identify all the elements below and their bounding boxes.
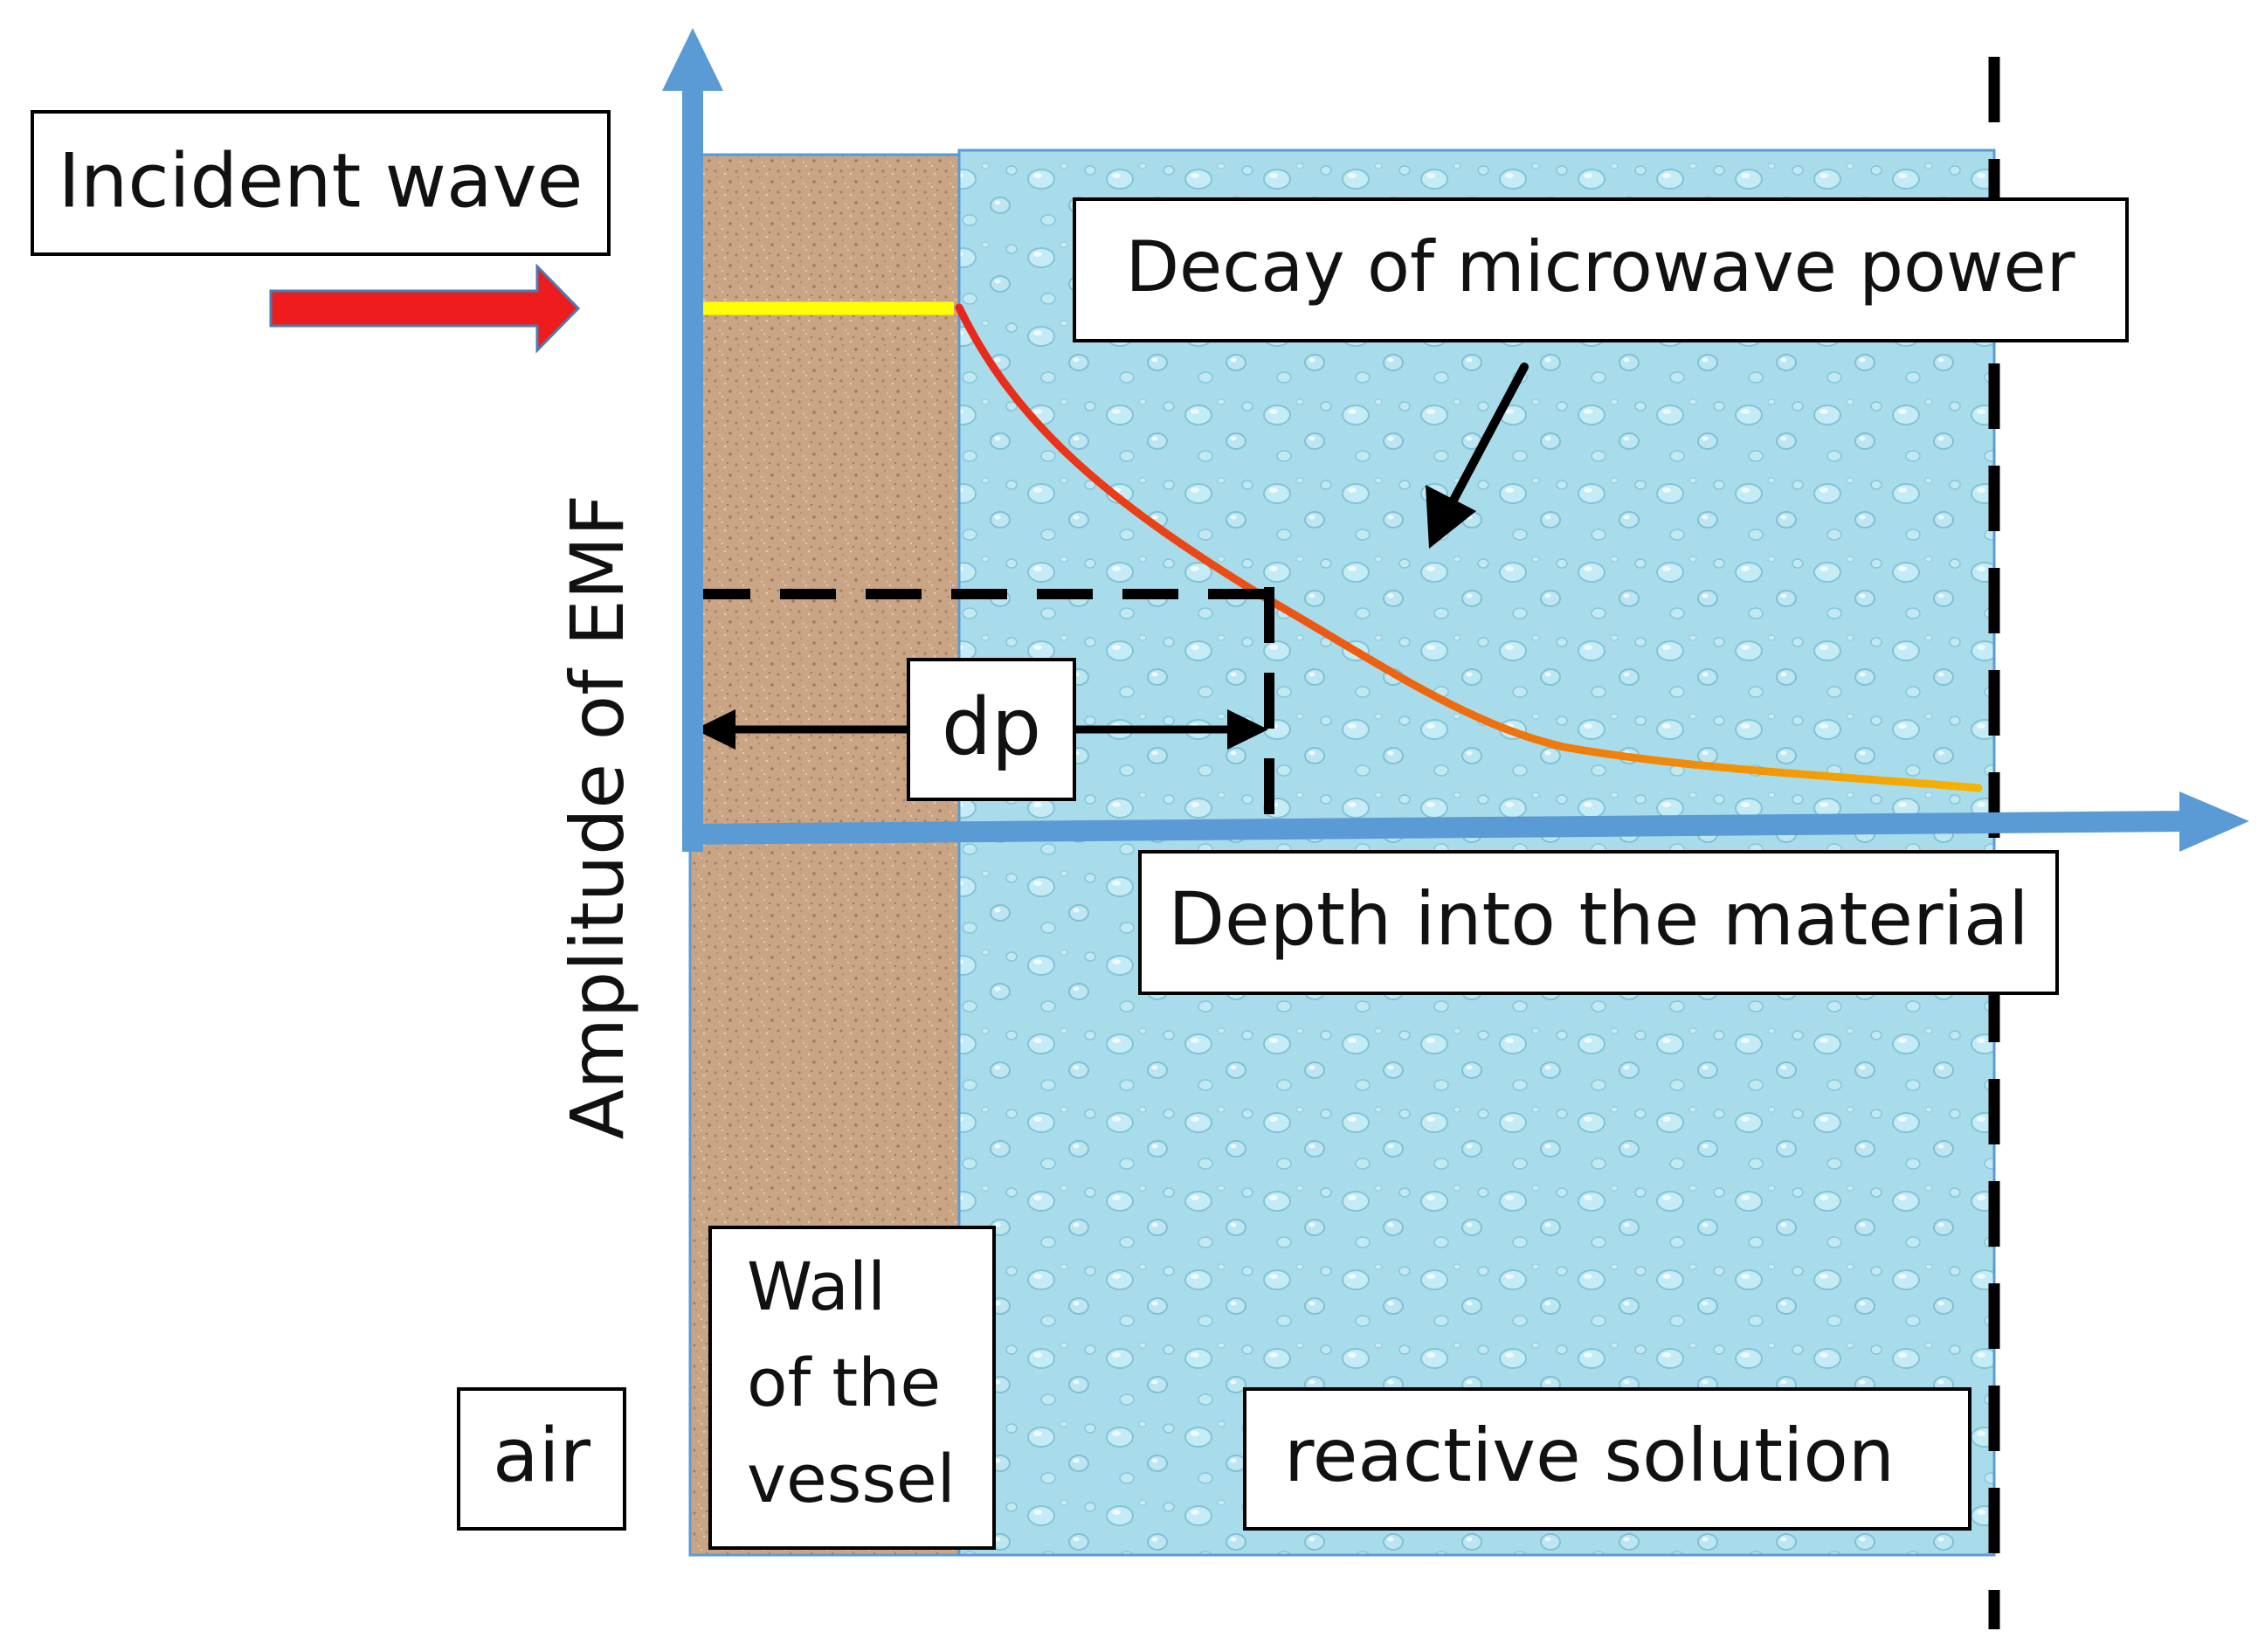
decay-label: Decay of microwave power (1073, 197, 2129, 342)
decay-pointer-arrow (1426, 363, 1529, 549)
incident-wave-label: Incident wave (31, 110, 611, 256)
dp-label: dp (907, 658, 1076, 801)
wall-text-line-3: vessel (747, 1440, 956, 1517)
wall-label: Wall of the vessel (708, 1226, 996, 1550)
air-text: air (493, 1412, 591, 1499)
depth-label: Depth into the material (1138, 850, 2059, 995)
decay-text: Decay of microwave power (1125, 226, 2075, 308)
air-label: air (457, 1387, 626, 1531)
solution-label: reactive solution (1243, 1387, 1971, 1531)
incident-wave-arrow (269, 263, 581, 354)
dp-text: dp (942, 681, 1041, 773)
x-axis (681, 791, 2249, 852)
depth-text: Depth into the material (1168, 876, 2028, 962)
incident-wave-text: Incident wave (59, 137, 583, 225)
amplitude-text: Amplitude of EMF (555, 494, 640, 1140)
y-axis (662, 28, 723, 852)
amplitude-label: Amplitude of EMF (537, 446, 666, 1171)
wall-text-line-2: of the (747, 1344, 941, 1421)
decay-curve (955, 303, 1983, 792)
wall-text-line-1: Wall (747, 1248, 886, 1325)
solution-text: reactive solution (1284, 1413, 1895, 1498)
